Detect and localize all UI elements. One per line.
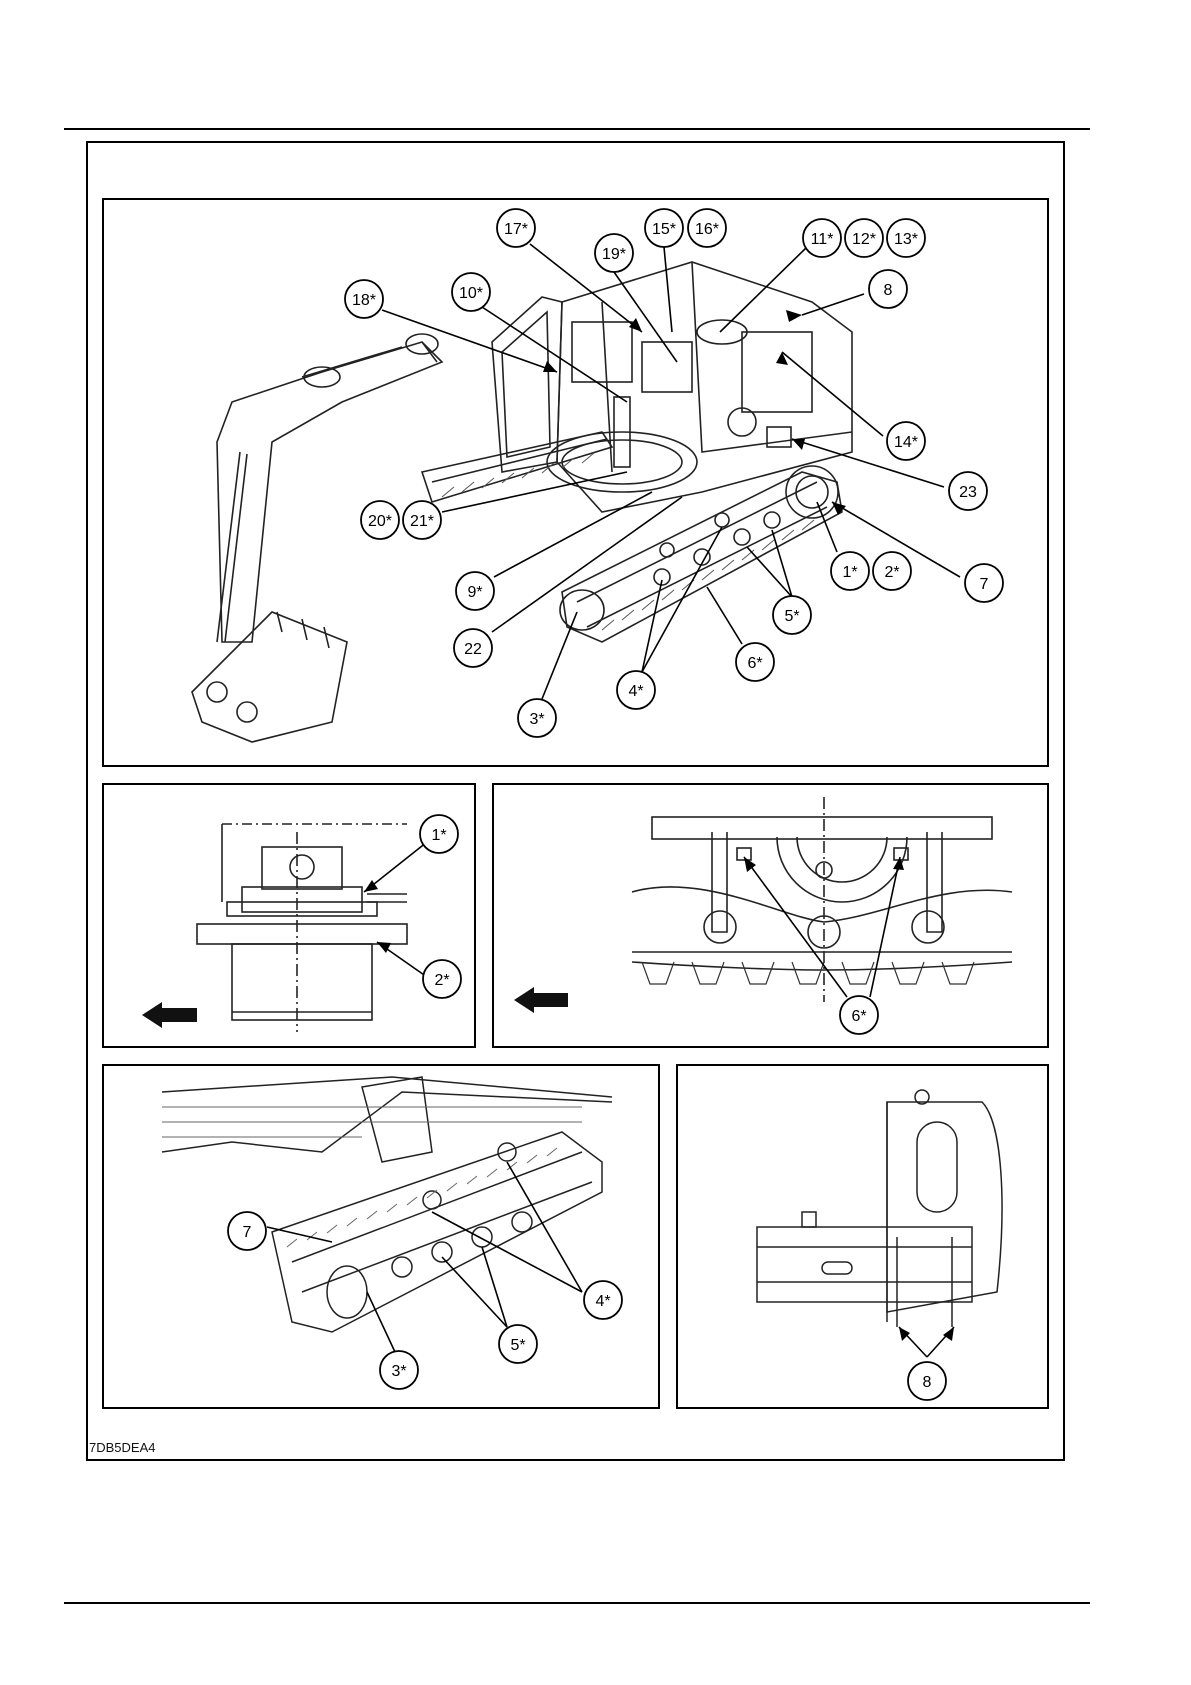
callout-label: 14* bbox=[894, 434, 918, 451]
idler-wheel bbox=[777, 837, 907, 902]
callout-label: 18* bbox=[352, 292, 376, 309]
sprocket bbox=[786, 466, 838, 518]
engine-block bbox=[742, 332, 812, 412]
callout-label: 9* bbox=[467, 584, 482, 601]
callout-12star: 12* bbox=[845, 219, 883, 257]
callout-21star: 21* bbox=[403, 501, 441, 539]
callout-label: 3* bbox=[391, 1363, 406, 1380]
motor-flange bbox=[197, 924, 407, 944]
callout-label: 4* bbox=[595, 1293, 610, 1310]
motor-valve-block bbox=[262, 847, 342, 889]
callout-9star: 9* bbox=[456, 572, 494, 610]
cab-outline bbox=[492, 297, 562, 472]
callout-label: 13* bbox=[894, 231, 918, 248]
callout-13star: 13* bbox=[887, 219, 925, 257]
counterweight-outline bbox=[887, 1102, 1002, 1312]
bucket-outline bbox=[192, 612, 347, 742]
boom-outline bbox=[217, 342, 442, 642]
callout-label: 8 bbox=[884, 282, 893, 299]
callout-label: 11* bbox=[811, 231, 834, 248]
callout-6star: 6* bbox=[840, 996, 878, 1034]
panel-travel-motor: 1* 2* bbox=[102, 783, 476, 1048]
callout-label: 1* bbox=[431, 827, 446, 844]
callout-10star: 10* bbox=[452, 273, 490, 311]
panel-undercarriage: 7 4* 5* 3* bbox=[102, 1064, 660, 1409]
callout-label: 20* bbox=[368, 513, 392, 530]
callout-label: 16* bbox=[695, 221, 719, 238]
panel-counterweight-mounting: 8 bbox=[676, 1064, 1049, 1409]
callout-label: 23 bbox=[959, 484, 977, 501]
callout-label: 7 bbox=[243, 1224, 252, 1241]
callout-label: 15* bbox=[652, 221, 676, 238]
figure-code: 7DB5DEA4 bbox=[89, 1440, 155, 1455]
callout-1star: 1* bbox=[831, 552, 869, 590]
footer-rule bbox=[64, 1602, 1090, 1604]
callout-8: 8 bbox=[869, 270, 907, 308]
excavator-drawing: 17* 15* 16* 19* 11* 12* 13* 8 18* 10* 14* 23 20* 21* 1… bbox=[104, 200, 1049, 767]
idler-callouts: 6* bbox=[840, 996, 878, 1034]
callout-label: 5* bbox=[784, 608, 799, 625]
motor-callouts: 1* 2* bbox=[420, 815, 461, 998]
callout-4star: 4* bbox=[617, 671, 655, 709]
counterweight-drawing: 8 bbox=[678, 1066, 1049, 1409]
callout-label: 7 bbox=[980, 576, 989, 593]
callout-15star: 15* bbox=[645, 209, 683, 247]
callout-label: 6* bbox=[851, 1008, 866, 1025]
callout-18star: 18* bbox=[345, 280, 383, 318]
track-frame-top bbox=[652, 817, 992, 839]
callout-label: 17* bbox=[504, 221, 528, 238]
callout-6star: 6* bbox=[736, 643, 774, 681]
callout-1star: 1* bbox=[420, 815, 458, 853]
front-idler bbox=[560, 590, 604, 630]
callout-3star: 3* bbox=[518, 699, 556, 737]
callout-2star: 2* bbox=[873, 552, 911, 590]
callout-label: 1* bbox=[842, 564, 857, 581]
callout-2star: 2* bbox=[423, 960, 461, 998]
upper-frame-section bbox=[757, 1227, 972, 1302]
undercarriage-drawing: 7 4* 5* 3* bbox=[104, 1066, 660, 1409]
direction-arrow-icon-2 bbox=[514, 987, 568, 1013]
callout-17star: 17* bbox=[497, 209, 535, 247]
callout-11star: 11* bbox=[803, 219, 841, 257]
panel-excavator-overview: 17* 15* 16* 19* 11* 12* 13* 8 18* 10* 14* 23 20* 21* 1… bbox=[102, 198, 1049, 767]
callout-14star: 14* bbox=[887, 422, 925, 460]
callout-19star: 19* bbox=[595, 234, 633, 272]
callout-5star: 5* bbox=[499, 1325, 537, 1363]
callout-label: 2* bbox=[884, 564, 899, 581]
header-rule bbox=[64, 128, 1090, 130]
panel-idler-mounting: 6* bbox=[492, 783, 1049, 1048]
motor-housing bbox=[232, 944, 372, 1020]
callout-label: 2* bbox=[434, 972, 449, 989]
cab-rear bbox=[362, 1077, 432, 1162]
callout-5star: 5* bbox=[773, 596, 811, 634]
callout-4star: 4* bbox=[584, 1281, 622, 1319]
callout-23: 23 bbox=[949, 472, 987, 510]
callout-label: 22 bbox=[464, 641, 482, 658]
callout-label: 19* bbox=[602, 246, 626, 263]
callout-label: 3* bbox=[529, 711, 544, 728]
callout-22: 22 bbox=[454, 629, 492, 667]
travel-motor-drawing: 1* 2* bbox=[104, 785, 476, 1048]
idler-drawing: 6* bbox=[494, 785, 1049, 1048]
callout-label: 21* bbox=[410, 513, 434, 530]
callout-20star: 20* bbox=[361, 501, 399, 539]
callout-label: 4* bbox=[628, 683, 643, 700]
direction-arrow-icon bbox=[142, 1002, 197, 1028]
callout-label: 12* bbox=[852, 231, 876, 248]
callout-7: 7 bbox=[965, 564, 1003, 602]
callout-16star: 16* bbox=[688, 209, 726, 247]
callout-label: 5* bbox=[510, 1337, 525, 1354]
callout-8: 8 bbox=[908, 1362, 946, 1400]
idler bbox=[327, 1266, 367, 1318]
callout-7: 7 bbox=[228, 1212, 266, 1250]
counterweight-callouts: 8 bbox=[908, 1362, 946, 1400]
track-chain bbox=[272, 1132, 602, 1332]
counterweight-slot bbox=[917, 1122, 957, 1212]
callout-3star: 3* bbox=[380, 1351, 418, 1389]
callout-label: 10* bbox=[459, 285, 483, 302]
callout-label: 8 bbox=[923, 1374, 932, 1391]
control-valve bbox=[572, 322, 632, 382]
callout-label: 6* bbox=[747, 655, 762, 672]
